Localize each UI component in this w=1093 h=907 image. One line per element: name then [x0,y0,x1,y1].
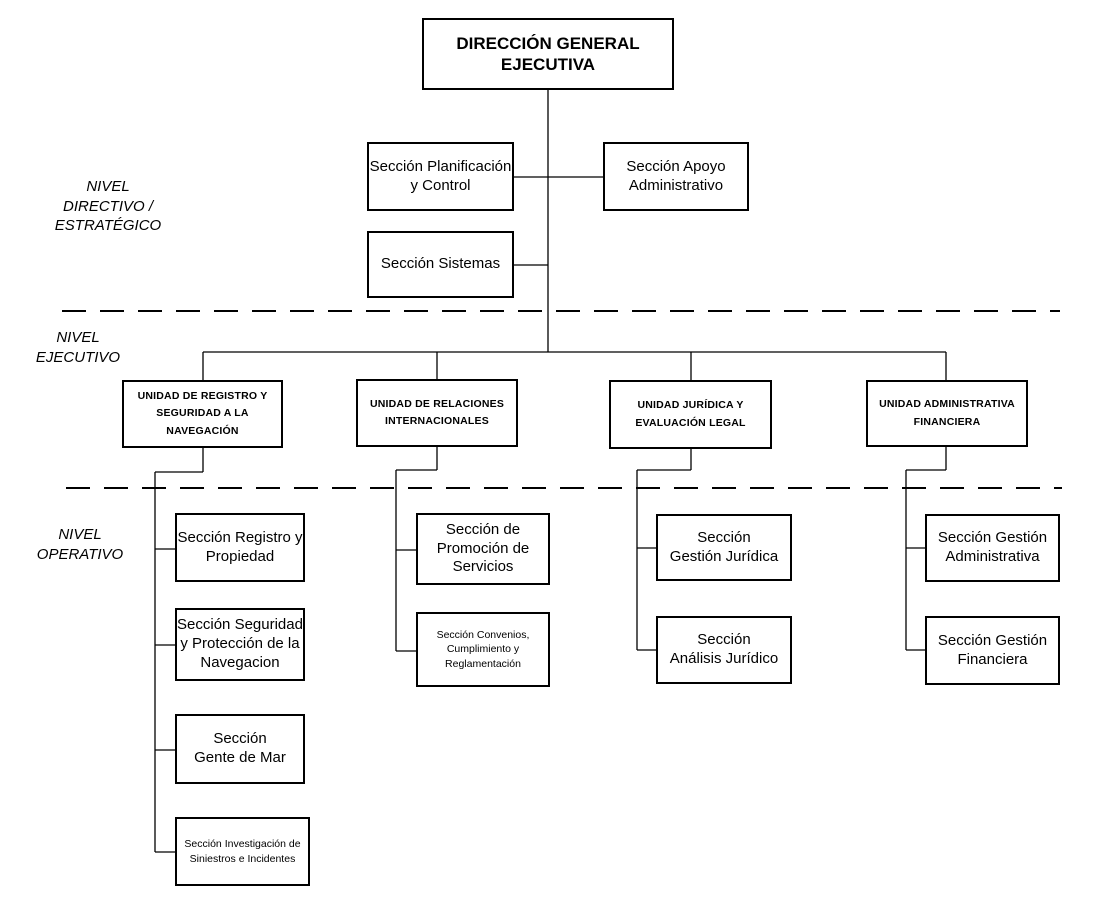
unidad-registro-box: UNIDAD DE REGISTRO Y SEGURIDAD A LA NAVE… [122,380,283,448]
seccion-gestion-administrativa-box: Sección Gestión Administrativa [925,514,1060,582]
seccion-seguridad-box: Sección Seguridad y Protección de la Nav… [175,608,305,681]
seccion-sistemas-box: Sección Sistemas [367,231,514,298]
seccion-apoyo-box: Sección Apoyo Administrativo [603,142,749,211]
seccion-gestion-juridica-box: Sección Gestión Jurídica [656,514,792,581]
seccion-gente-de-mar-box: Sección Gente de Mar [175,714,305,784]
direccion-general-box: DIRECCIÓN GENERAL EJECUTIVA [422,18,674,90]
level-label-ejecutivo: NIVEL EJECUTIVO [35,329,121,366]
seccion-planificacion-box: Sección Planificación y Control [367,142,514,211]
level-label-operativo: NIVEL OPERATIVO [36,526,124,563]
seccion-promocion-box: Sección de Promoción de Servicios [416,513,550,585]
seccion-registro-propiedad-box: Sección Registro y Propiedad [175,513,305,582]
level-label-directivo: NIVEL DIRECTIVO / ESTRATÉGICO [54,178,162,234]
seccion-analisis-juridico-box: Sección Análisis Jurídico [656,616,792,684]
unidad-relaciones-box: UNIDAD DE RELACIONES INTERNACIONALES [356,379,518,447]
seccion-convenios-box: Sección Convenios, Cumplimiento y Reglam… [416,612,550,687]
unidad-juridica-box: UNIDAD JURÍDICA Y EVALUACIÓN LEGAL [609,380,772,449]
seccion-gestion-financiera-box: Sección Gestión Financiera [925,616,1060,685]
unidad-administrativa-box: UNIDAD ADMINISTRATIVA FINANCIERA [866,380,1028,447]
seccion-investigacion-box: Sección Investigación de Siniestros e In… [175,817,310,886]
